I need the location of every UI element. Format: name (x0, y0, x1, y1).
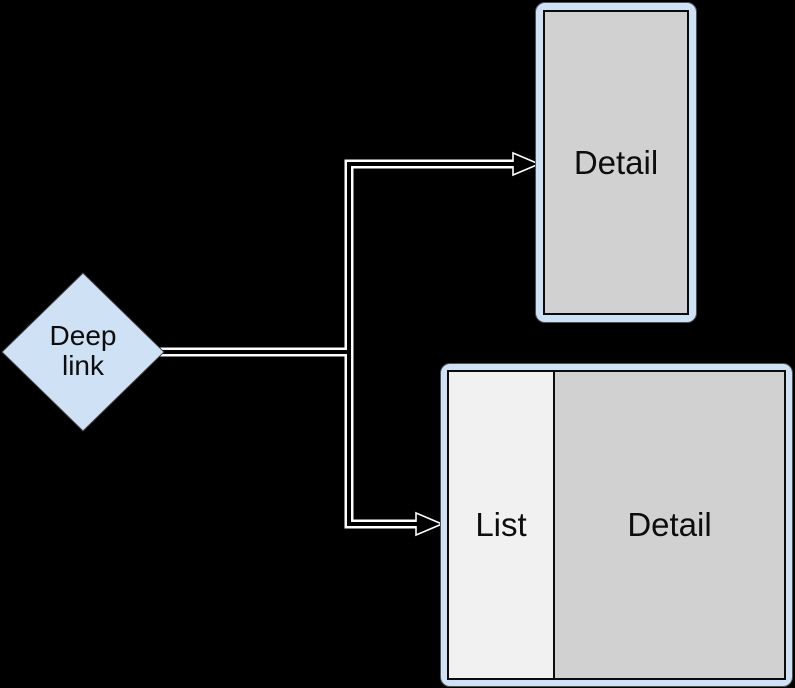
list-pane-label: List (475, 506, 527, 543)
arrow-to-detail-outline (344, 159, 513, 352)
arrow-to-list-detail-core (347, 352, 422, 526)
list-pane: List (449, 372, 555, 678)
deep-link-label: Deep link (49, 320, 117, 381)
arrow-to-detail-core (347, 162, 519, 352)
list-detail-screen: List Detail (447, 370, 786, 680)
connector-cores (158, 162, 519, 526)
detail-pane-label: Detail (627, 506, 712, 543)
arrow-to-list-detail-outline (344, 352, 416, 529)
list-detail-screen-frame: List Detail (440, 363, 793, 687)
detail-screen-label: Detail (573, 143, 659, 181)
detail-screen: Detail (543, 10, 689, 315)
deep-link-diamond (1, 272, 165, 432)
detail-pane: Detail (555, 372, 784, 678)
detail-screen-frame: Detail (535, 2, 697, 323)
